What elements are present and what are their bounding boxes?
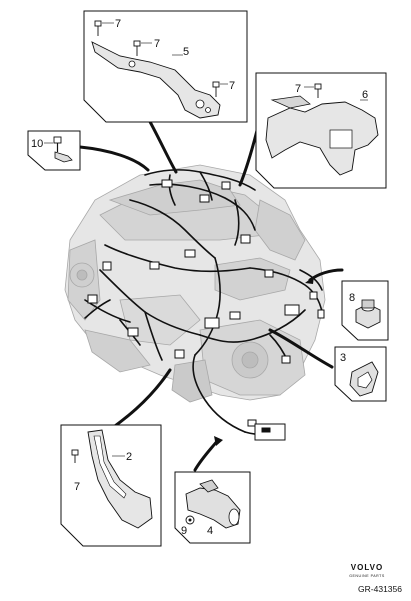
callout-10: 10 (31, 138, 43, 150)
callout-7-c: 7 (229, 80, 235, 92)
detail-box-clamp-4: 9 4 (174, 471, 251, 544)
callout-9: 9 (181, 525, 187, 537)
detail-box-clip-3: 3 (334, 346, 387, 402)
leader-arrowheads (214, 276, 314, 446)
volvo-logo: VOLVO (351, 563, 383, 572)
footer: VOLVO GENUINE PARTS GR-431356 (349, 563, 402, 594)
callout-7-b: 7 (154, 38, 160, 50)
callout-5: 5 (183, 46, 189, 58)
harness-end-plug (254, 423, 286, 441)
detail-box-bolt-10: 10 (27, 130, 81, 171)
engine-assembly (64, 164, 326, 403)
callout-7-d: 7 (295, 83, 301, 95)
callout-7-e: 7 (74, 481, 80, 493)
detail-box-nut-8: 8 (341, 280, 389, 341)
harness-connectors (87, 179, 325, 427)
callout-7-a: 7 (115, 18, 121, 30)
detail-box-bracket-5: 7 7 5 7 (83, 10, 248, 123)
callout-4: 4 (207, 525, 213, 537)
callout-2: 2 (126, 451, 132, 463)
callout-3: 3 (340, 352, 346, 364)
callout-8: 8 (349, 292, 355, 304)
detail-box-bracket-6: 7 6 (255, 72, 387, 189)
detail-box-bracket-2: 2 7 (60, 424, 162, 547)
reference-number: GR-431356 (358, 584, 402, 594)
callout-6: 6 (362, 89, 368, 101)
genuine-parts-label: GENUINE PARTS (349, 574, 385, 578)
